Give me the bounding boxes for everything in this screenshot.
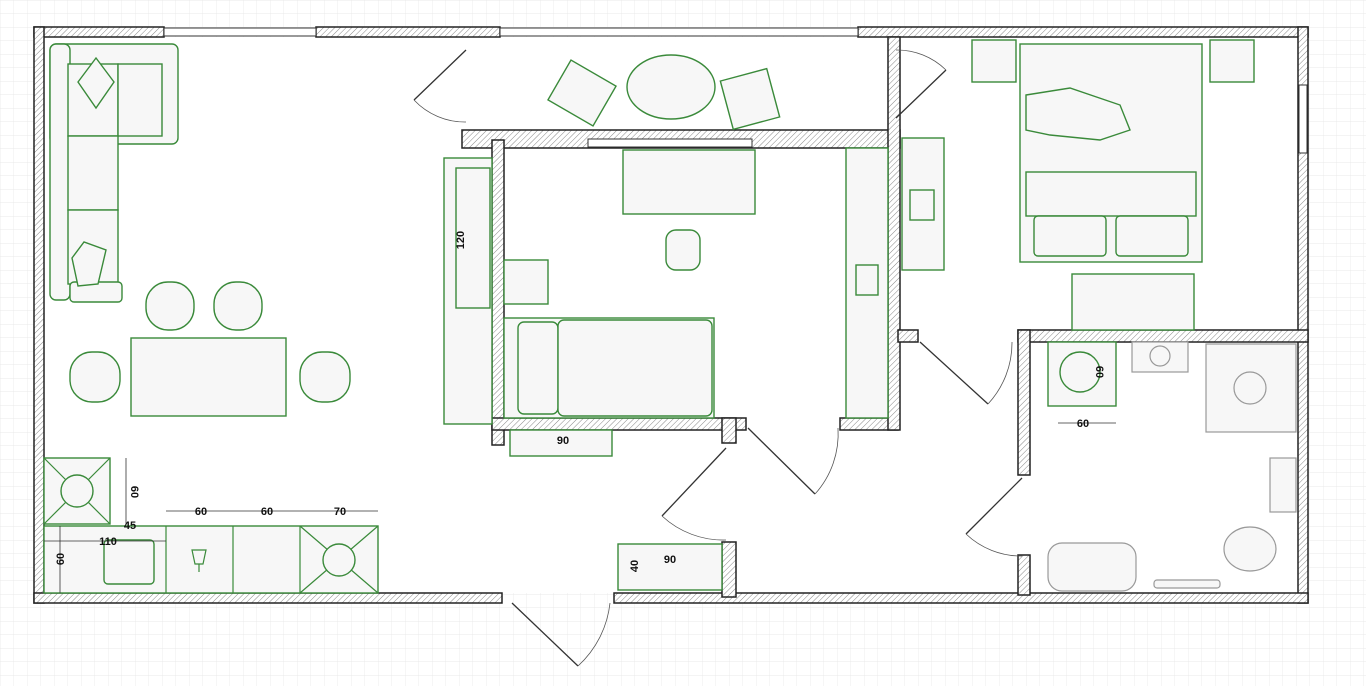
hall-shelf (617, 543, 723, 591)
dim-counter-2: 60 (261, 506, 273, 518)
door-balcony-right (895, 69, 947, 119)
balcony-furniture (547, 54, 781, 131)
dim-washer-width: 60 (1077, 418, 1089, 430)
dim-sink-offset: 45 (124, 520, 136, 532)
windows (163, 27, 1308, 154)
dimension-lines (44, 422, 1116, 593)
dim-counter-1: 60 (195, 506, 207, 518)
door-entrance (511, 602, 579, 667)
door-study (747, 427, 816, 495)
door-balcony-left (413, 49, 467, 101)
bedroom-furniture (901, 39, 1255, 331)
doors[interactable] (413, 49, 1023, 667)
dim-counter-3: 70 (334, 506, 346, 518)
dining-set (69, 281, 351, 417)
dim-wardrobe: 120 (455, 231, 467, 249)
dimension-labels: 120 90 90 40 60 60 60 70 45 110 60 60 60 (55, 231, 1105, 572)
sofa (49, 43, 179, 303)
dim-study-shelf: 90 (557, 435, 569, 447)
door-hall (661, 447, 727, 517)
dim-washer-depth: 60 (1093, 366, 1105, 378)
dim-hall-shelf-depth: 40 (629, 560, 641, 572)
study-furniture (443, 147, 889, 457)
kitchen (43, 457, 379, 594)
dim-hall-shelf-width: 90 (664, 554, 676, 566)
bathroom-fixtures (1047, 341, 1297, 592)
door-bedroom (919, 341, 989, 405)
dim-sink-depth: 60 (55, 553, 67, 565)
door-bathroom (965, 477, 1023, 535)
dim-sink-width: 110 (99, 536, 117, 548)
dim-fridge: 60 (128, 486, 140, 498)
